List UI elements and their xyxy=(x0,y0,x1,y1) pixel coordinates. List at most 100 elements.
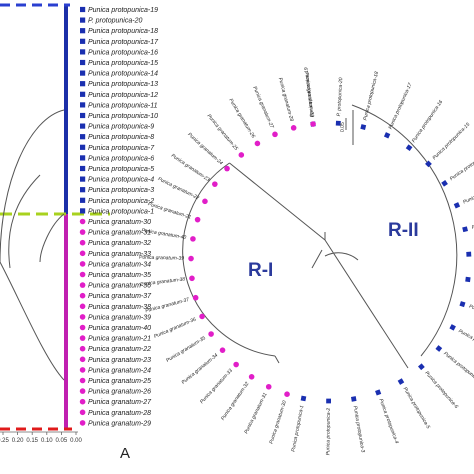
taxon-marker xyxy=(405,144,413,152)
taxon-label: Punica protopunica-7 xyxy=(442,351,474,385)
taxon-marker xyxy=(462,226,468,233)
taxon-label: Punica protopunica-14 xyxy=(88,71,158,78)
taxon-marker xyxy=(194,216,201,223)
taxon-marker xyxy=(79,409,86,416)
taxon-marker xyxy=(466,251,472,257)
taxon-marker xyxy=(79,356,86,363)
taxon-label: Punica protopunica-4 xyxy=(377,398,399,445)
taxon-label: Punica protopunica-17 xyxy=(388,82,414,130)
taxon-label: Punica granatum-23 xyxy=(88,357,151,364)
taxon-marker xyxy=(79,218,86,225)
taxon-marker xyxy=(79,261,86,267)
taxon-marker xyxy=(80,91,86,97)
taxon-label: Punica granatum-24 xyxy=(186,132,224,167)
taxon-marker xyxy=(224,165,230,172)
taxon-marker xyxy=(208,331,214,337)
taxon-marker xyxy=(80,144,86,150)
taxon-label: Punica granatum-29 xyxy=(303,72,314,118)
taxon-label: Punica protopunica-4 xyxy=(88,177,154,184)
taxon-marker xyxy=(190,236,196,242)
taxon-marker xyxy=(435,345,443,352)
taxon-label: Punica granatum-35 xyxy=(165,335,207,364)
taxon-marker xyxy=(79,377,86,384)
taxon-label: Punica granatum-25 xyxy=(206,113,239,152)
taxon-label: Punica granatum-37 xyxy=(88,293,152,300)
taxon-marker xyxy=(80,208,86,214)
tree-branches xyxy=(0,109,65,381)
taxon-marker xyxy=(459,301,466,308)
taxon-label: Punica granatum-34 xyxy=(88,261,151,268)
taxon-label: Punica granatum-25 xyxy=(88,378,151,385)
taxon-marker xyxy=(80,187,86,193)
circular-tree-branches xyxy=(182,104,458,369)
taxon-marker xyxy=(79,303,86,310)
taxon-marker xyxy=(79,239,86,246)
x-axis-tick-label: 0.10 xyxy=(41,438,53,444)
taxon-marker xyxy=(79,229,86,235)
taxon-marker xyxy=(417,363,425,371)
taxon-marker xyxy=(79,388,86,394)
taxon-marker xyxy=(397,378,405,385)
taxon-label: Punica protopunica-2 xyxy=(88,198,154,205)
taxon-label: Punica protopunica-11 xyxy=(88,102,158,109)
taxon-marker xyxy=(80,155,86,161)
taxon-marker xyxy=(192,294,199,301)
panel-label-a: A xyxy=(120,445,130,462)
taxon-marker xyxy=(265,383,272,390)
taxon-marker xyxy=(441,179,448,187)
taxon-label: Punica protopunica-2 xyxy=(325,408,331,456)
taxon-label: Punica granatum-23 xyxy=(170,153,211,183)
taxon-label: Punica granatum-36 xyxy=(153,317,197,340)
taxon-marker xyxy=(79,398,86,405)
taxon-marker xyxy=(80,165,86,172)
taxon-marker xyxy=(80,102,86,108)
taxon-label: Punica granatum-33 xyxy=(88,251,151,258)
taxon-marker xyxy=(79,292,86,299)
taxon-label: Punica granatum-21 xyxy=(88,336,151,343)
taxon-label: Punica protopunica-13 xyxy=(462,180,474,206)
taxon-marker xyxy=(79,367,86,373)
taxon-label: Punica granatum-27 xyxy=(251,86,274,130)
taxon-label: Punica granatum-40 xyxy=(141,228,187,241)
taxon-marker xyxy=(199,313,205,320)
taxon-marker xyxy=(310,121,316,127)
taxon-label: Punica granatum-30 xyxy=(268,400,288,445)
taxon-marker xyxy=(80,59,86,66)
x-axis-ticks: 0.250.200.150.100.050.00 xyxy=(0,432,82,444)
taxon-marker xyxy=(238,152,245,158)
taxon-marker xyxy=(425,160,432,168)
taxon-marker xyxy=(335,120,341,126)
x-axis-tick-label: 0.20 xyxy=(12,438,24,444)
taxon-marker xyxy=(79,250,86,257)
taxon-label: Punica protopunica-9 xyxy=(468,304,474,324)
taxon-marker xyxy=(350,396,357,402)
taxon-label: Punica protopunica-1 xyxy=(291,405,306,453)
taxon-label: Punica protopunica-3 xyxy=(352,405,366,453)
taxon-marker xyxy=(80,28,86,34)
x-axis-tick-label: 0.15 xyxy=(26,438,38,444)
taxon-label: Punica granatum-27 xyxy=(88,399,152,406)
taxon-label: Punica granatum-39 xyxy=(139,255,184,262)
taxon-marker xyxy=(375,389,382,396)
taxon-label: Punica protopunica-19 xyxy=(88,7,158,14)
taxon-marker xyxy=(202,198,208,205)
taxon-marker xyxy=(254,140,261,147)
taxon-marker xyxy=(80,17,86,23)
taxon-label: Punica protopunica-13 xyxy=(88,81,158,88)
taxon-label: Punica protopunica-9 xyxy=(88,124,154,131)
x-axis-tick-label: 0.05 xyxy=(56,438,68,444)
taxon-label: Punica granatum-31 xyxy=(243,392,268,435)
taxon-label: Punica granatum-29 xyxy=(88,420,151,427)
taxon-label: Punica granatum-34 xyxy=(181,352,220,385)
taxon-label: Punica granatum-38 xyxy=(88,304,151,311)
taxon-marker xyxy=(453,202,461,209)
taxon-marker xyxy=(248,374,255,380)
taxon-label: Punica granatum-22 xyxy=(88,346,151,353)
taxon-label: Punica protopunica-5 xyxy=(402,386,431,430)
taxon-label: Punica protopunica-15 xyxy=(432,122,472,162)
taxon-marker xyxy=(80,176,86,182)
clade-label-r-i: R-I xyxy=(248,260,273,281)
